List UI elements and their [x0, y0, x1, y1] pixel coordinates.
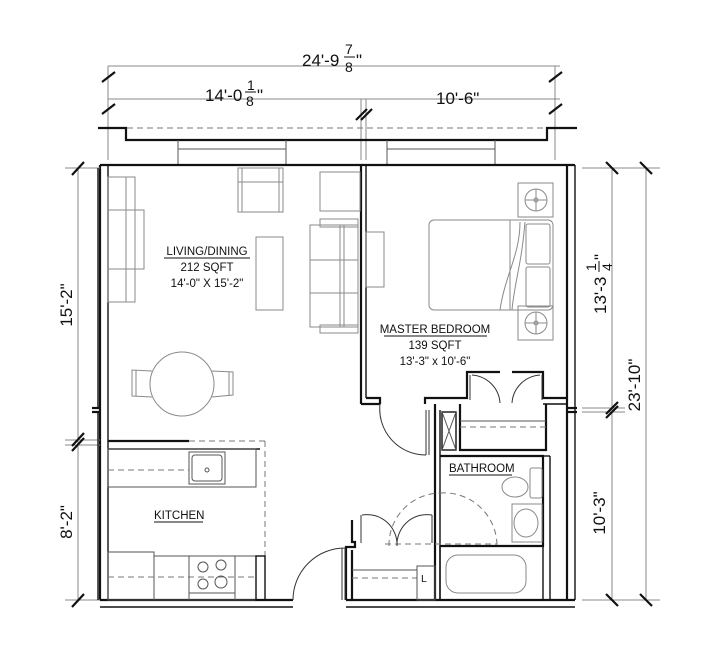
svg-text:": "	[257, 86, 263, 105]
svg-text:1: 1	[583, 263, 599, 271]
overall-height-dimension: 23'-10"	[625, 359, 644, 412]
overall-width-dimension: 24'-9 7 8 "	[302, 41, 362, 75]
left-lower-height-dimension: 8'-2"	[57, 505, 76, 539]
svg-text:1: 1	[247, 77, 255, 93]
walls	[92, 163, 577, 608]
left-width-dimension: 14'-0 1 8 "	[205, 77, 263, 109]
right-upper-height-dimension: 13'-3 1 4 "	[583, 254, 615, 314]
right-width-dimension: 10'-6"	[436, 89, 479, 108]
living-furniture	[107, 167, 361, 417]
left-upper-height-dimension: 15'-2"	[57, 283, 76, 326]
left-dimensions: 15'-2" 8'-2"	[57, 161, 100, 608]
master-bedroom-label: MASTER BEDROOM 139 SQFT 13'-3" x 10'-6"	[380, 324, 491, 368]
svg-text:139 SQFT: 139 SQFT	[408, 340, 461, 352]
svg-text:": "	[356, 51, 362, 70]
svg-text:4: 4	[599, 263, 615, 271]
svg-text:KITCHEN: KITCHEN	[154, 510, 204, 522]
bedroom-furniture	[365, 182, 554, 341]
svg-text:MASTER BEDROOM: MASTER BEDROOM	[380, 324, 491, 336]
bathroom-fixtures	[439, 467, 544, 601]
doors	[292, 374, 543, 601]
svg-text:8: 8	[246, 93, 254, 109]
svg-text:14'-0" X 15'-2": 14'-0" X 15'-2"	[171, 278, 244, 290]
svg-text:7: 7	[345, 41, 353, 57]
top-dimensions: 24'-9 7 8 " 14'-0 1 8 " 10'-6"	[101, 41, 563, 160]
right-dimensions: 13'-3 1 4 " 10'-3" 23'-10"	[582, 161, 660, 607]
laundry-tag: L	[421, 573, 427, 585]
svg-text:13'-3: 13'-3	[591, 277, 610, 314]
svg-text:BATHROOM: BATHROOM	[449, 463, 515, 475]
svg-text:212 SQFT: 212 SQFT	[180, 262, 233, 274]
svg-text:": "	[591, 254, 610, 260]
kitchen-fixtures	[107, 440, 266, 601]
living-dining-label: LIVING/DINING 212 SQFT 14'-0" X 15'-2"	[164, 246, 250, 290]
svg-text:LIVING/DINING: LIVING/DINING	[166, 246, 247, 258]
kitchen-label: KITCHEN	[154, 510, 204, 523]
svg-text:8: 8	[345, 59, 353, 75]
svg-text:24'-9: 24'-9	[302, 51, 339, 70]
svg-text:14'-0: 14'-0	[205, 86, 242, 105]
right-lower-height-dimension: 10'-3"	[590, 491, 609, 534]
svg-text:13'-3" x 10'-6": 13'-3" x 10'-6"	[400, 356, 471, 368]
top-wall	[98, 126, 577, 165]
bathroom-label: BATHROOM	[449, 463, 515, 476]
